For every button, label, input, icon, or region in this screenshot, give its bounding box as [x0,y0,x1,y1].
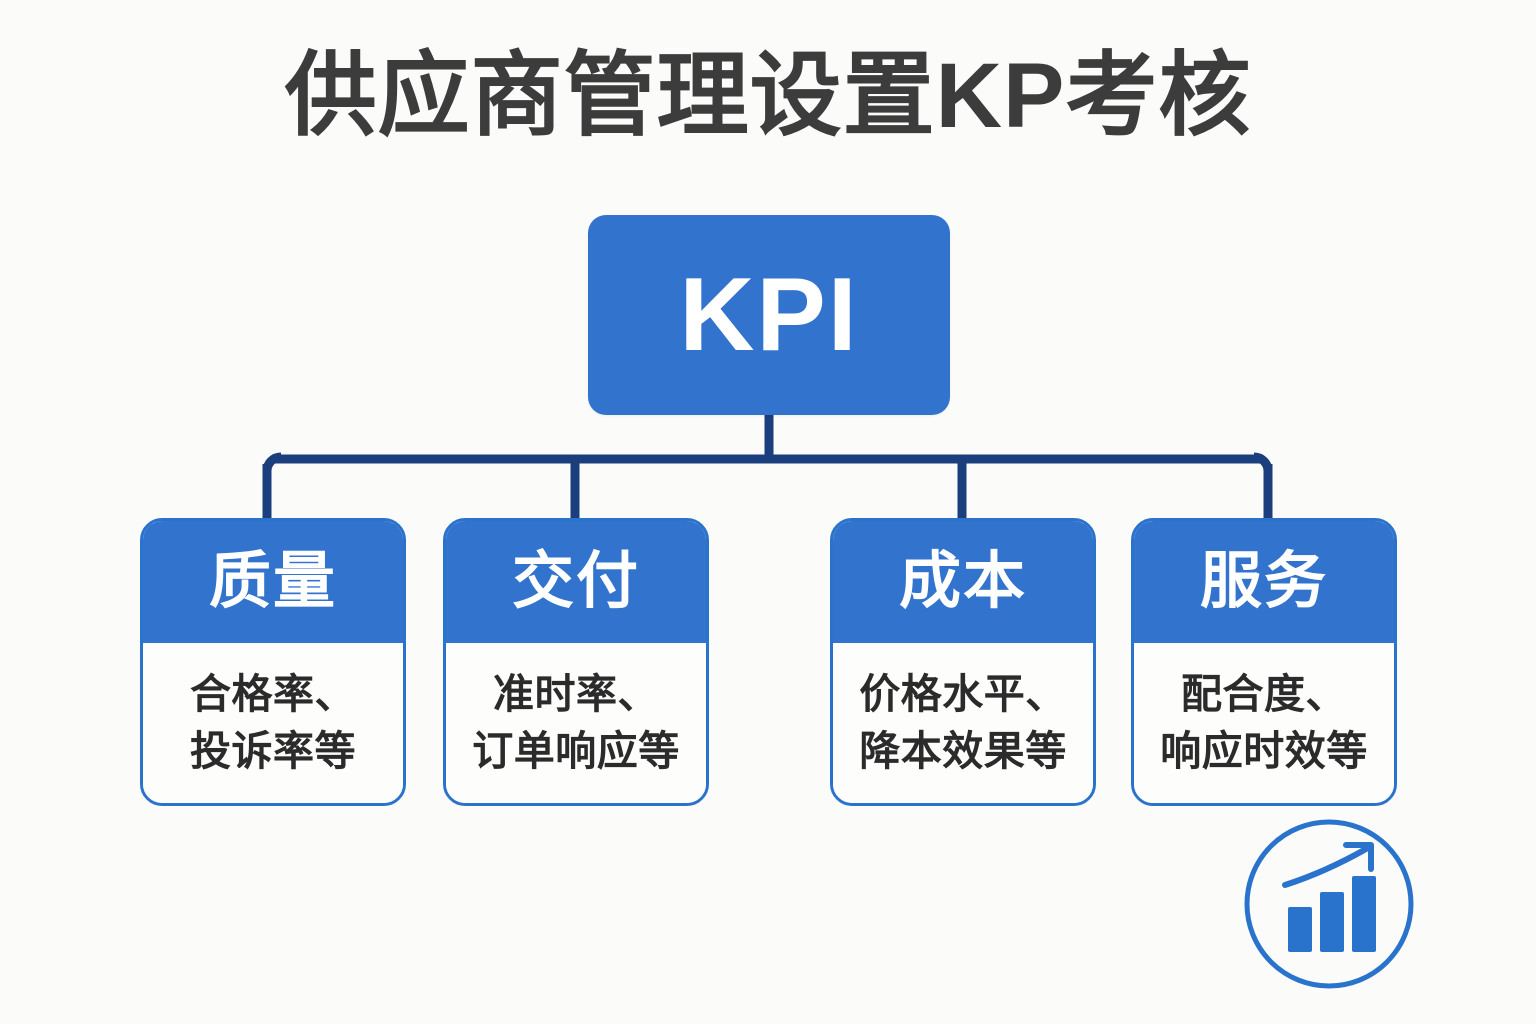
kpi-card-quality[interactable]: 质量 合格率、 投诉率等 [140,518,406,806]
card-body-line-2: 响应时效等 [1160,728,1368,774]
growth-chart-icon [1244,819,1414,989]
card-body-line-2: 订单响应等 [472,728,680,774]
card-header-delivery: 交付 [446,521,706,643]
card-body-delivery: 准时率、 订单响应等 [446,643,706,803]
card-body-cost: 价格水平、 降本效果等 [833,643,1093,803]
kpi-card-delivery[interactable]: 交付 准时率、 订单响应等 [443,518,709,806]
card-header-cost: 成本 [833,521,1093,643]
page-title: 供应商管理设置KP考核 [284,45,1252,147]
card-header-quality: 质量 [143,521,403,643]
card-body-service: 配合度、 响应时效等 [1134,643,1394,803]
card-header-label: 成本 [898,547,1027,616]
kpi-root-label: KPI [679,257,859,373]
card-body-line-2: 降本效果等 [859,728,1067,774]
card-body-quality: 合格率、 投诉率等 [143,643,403,803]
card-header-label: 交付 [511,547,640,616]
kpi-root-node[interactable]: KPI [588,215,950,415]
card-body-line-2: 投诉率等 [190,728,356,774]
card-body-line-1: 合格率、 [190,671,356,718]
kpi-card-service[interactable]: 服务 配合度、 响应时效等 [1131,518,1397,806]
card-header-label: 服务 [1199,547,1328,616]
card-body-line-1: 价格水平、 [859,671,1067,718]
card-header-service: 服务 [1134,521,1394,643]
kpi-card-cost[interactable]: 成本 价格水平、 降本效果等 [830,518,1096,806]
card-header-label: 质量 [208,547,337,616]
card-body-line-1: 配合度、 [1181,671,1347,718]
card-body-line-1: 准时率、 [493,671,659,718]
